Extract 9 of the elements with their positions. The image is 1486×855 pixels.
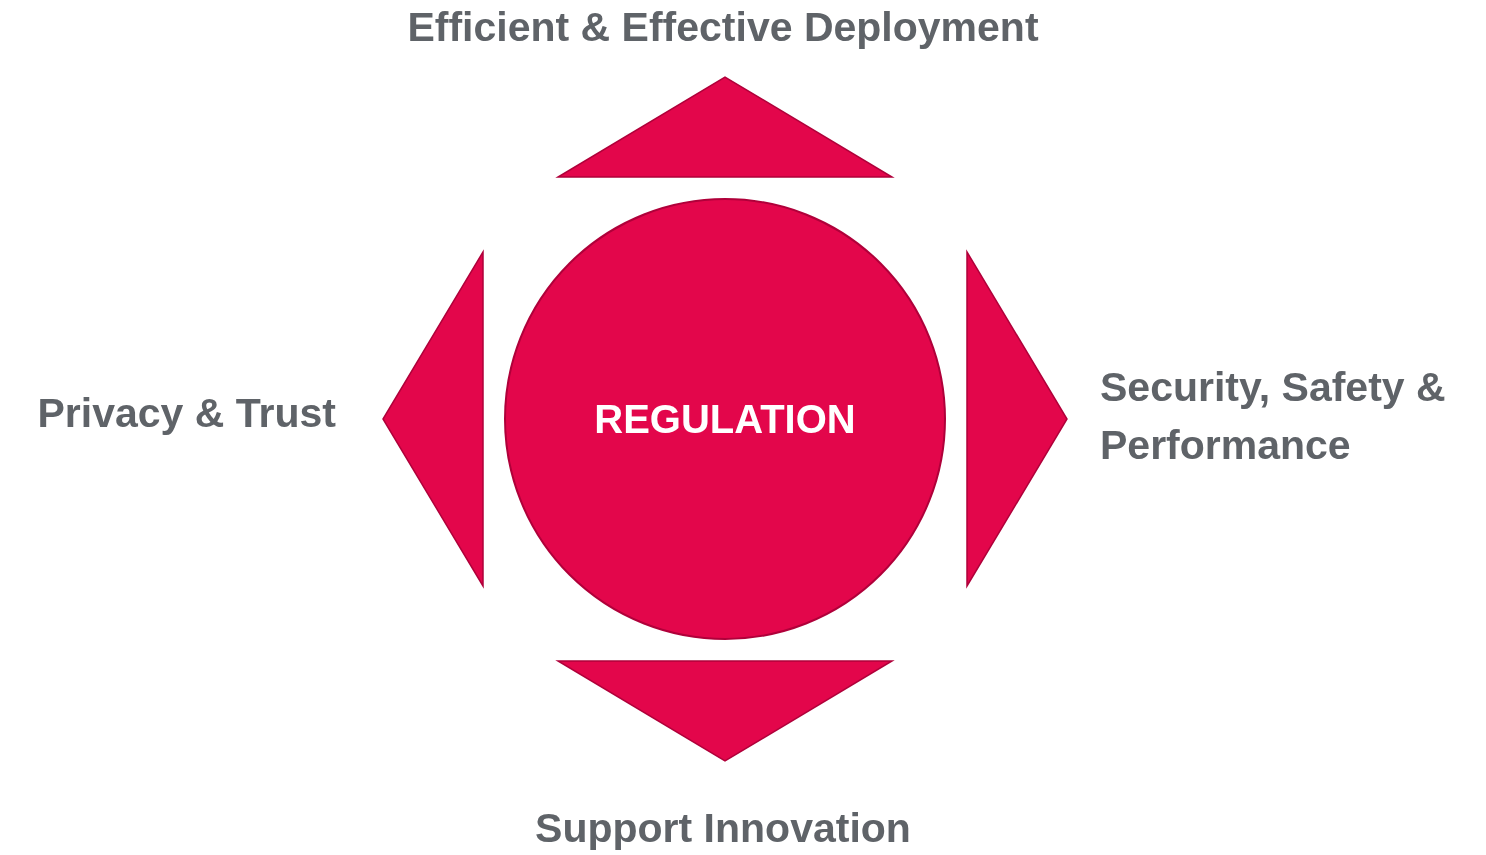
- topic-label: Support Innovation: [360, 800, 1086, 855]
- triangle-arrow: [966, 249, 1068, 589]
- triangle-arrow: [555, 76, 895, 178]
- topic-label: Efficient & Effective Deployment: [360, 0, 1086, 54]
- triangle-arrow: [382, 249, 484, 589]
- topic-label: Security, Safety & Performance: [1100, 356, 1486, 476]
- center-circle: REGULATION: [504, 198, 946, 640]
- topic-label: Privacy & Trust: [0, 384, 336, 442]
- triangle-arrow: [555, 660, 895, 762]
